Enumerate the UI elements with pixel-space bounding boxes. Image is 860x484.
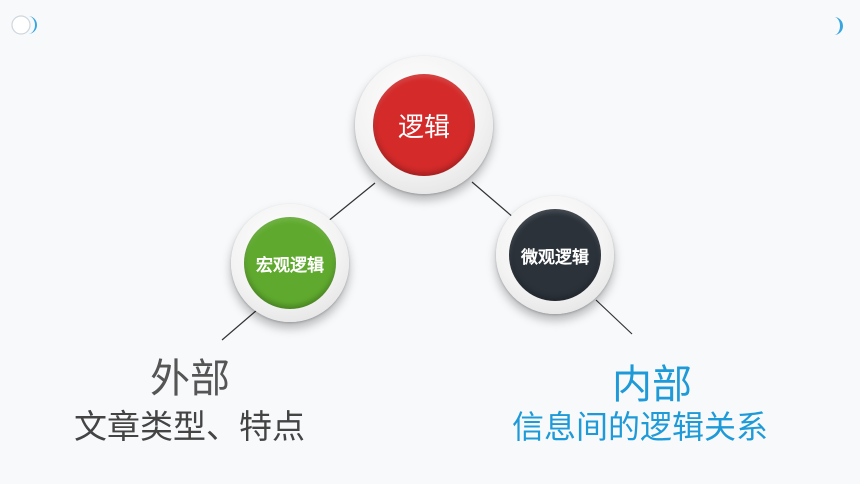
half-moon-icon-left — [11, 15, 37, 35]
node-logic-label: 逻辑 — [373, 74, 475, 176]
connector-left-caption — [221, 309, 258, 341]
node-macro-logic: 宏观逻辑 — [231, 204, 349, 322]
node-micro-logic-label: 微观逻辑 — [509, 209, 601, 301]
half-moon-icon-right — [834, 17, 843, 35]
left-caption-subtitle: 文章类型、特点 — [74, 407, 305, 446]
right-caption-subtitle: 信息间的逻辑关系 — [512, 408, 769, 446]
connector-top-right — [471, 181, 515, 219]
connector-top-left — [326, 182, 376, 223]
right-caption-title: 内部 — [612, 362, 692, 408]
node-micro-logic: 微观逻辑 — [496, 196, 614, 314]
node-macro-logic-label: 宏观逻辑 — [244, 217, 336, 309]
left-caption-title: 外部 — [150, 356, 230, 402]
node-logic: 逻辑 — [355, 56, 493, 194]
connector-right-caption — [595, 299, 633, 335]
